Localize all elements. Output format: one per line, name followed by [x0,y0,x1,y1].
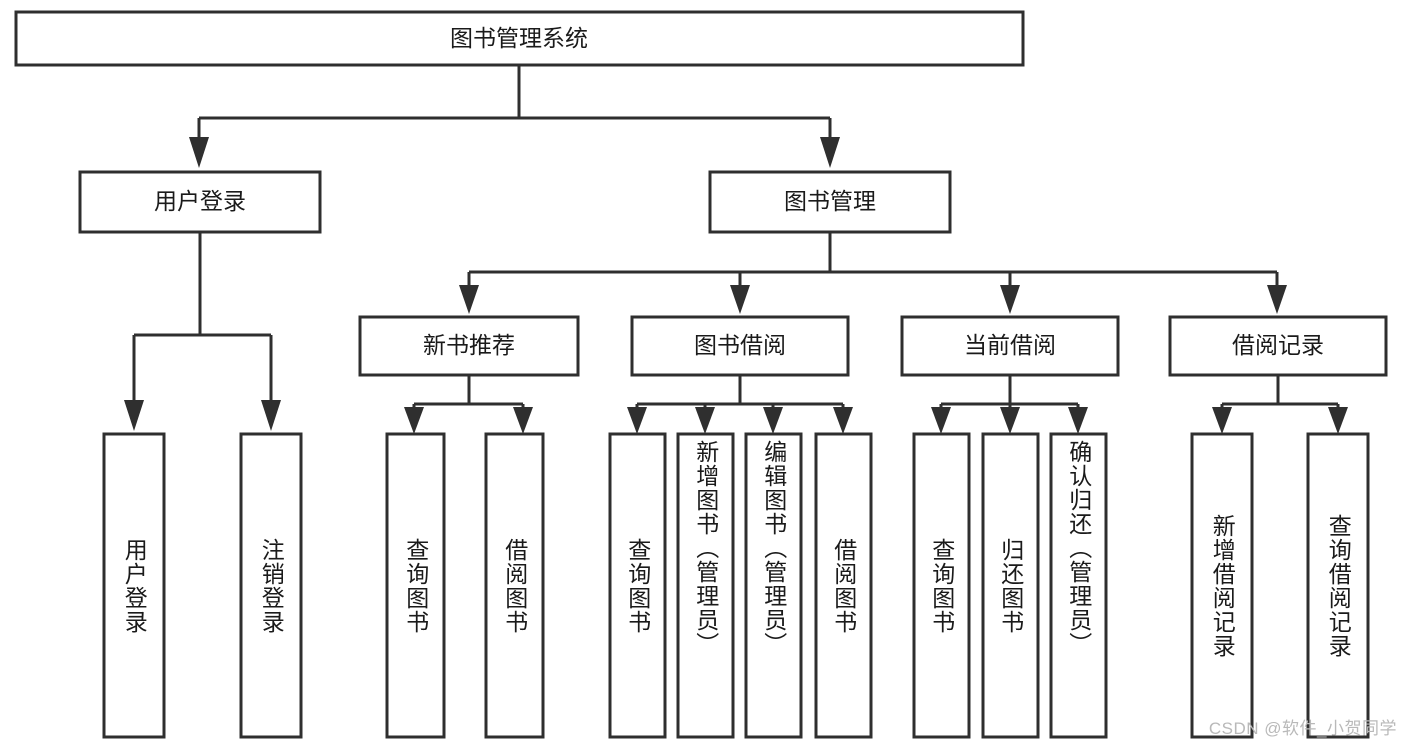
node-root[interactable]: 图书管理系统 [14,10,1025,67]
leaf-box-query-book-1[interactable] [385,432,446,739]
node-book-manage[interactable]: 图书管理 [708,170,952,234]
leaf-box-query-record[interactable] [1306,432,1370,739]
root-box [14,10,1025,67]
leaf-box-confirm-return[interactable] [1049,432,1108,739]
arrow-to-leaf-query-record [1328,407,1348,434]
node-current-borrow[interactable]: 当前借阅 [900,315,1120,377]
arrow-to-leaf-user-login [124,400,144,431]
new-book-recommend-box [358,315,580,377]
leaf-box-query-book-2[interactable] [608,432,667,739]
connector-current-borrow-to-leaves [931,375,1088,434]
arrow-to-leaf-borrow-book-2 [833,407,853,434]
arrow-to-leaf-query-book-2 [627,407,647,434]
arrow-to-leaf-return-book [1000,407,1020,434]
leaf-box-return-book[interactable] [981,432,1040,739]
connector-user-login-to-leaves [124,232,281,431]
book-manage-label: 图书管理 [784,188,876,214]
arrow-to-leaf-add-record [1212,407,1232,434]
arrow-to-leaf-confirm-return [1068,407,1088,434]
arrow-to-user-login [189,137,209,168]
node-new-book-recommend[interactable]: 新书推荐 [358,315,580,377]
connector-new-book-recommend-to-leaves [404,375,533,434]
leaf-box-edit-book[interactable] [744,432,803,739]
node-borrow-record[interactable]: 借阅记录 [1168,315,1388,377]
node-user-login[interactable]: 用户登录 [78,170,322,234]
book-borrow-label: 图书借阅 [694,332,786,358]
leaf-box-logout[interactable] [239,432,303,739]
current-borrow-label: 当前借阅 [964,332,1056,358]
leaf-box-borrow-book-2[interactable] [814,432,873,739]
arrow-to-leaf-borrow-book-1 [513,407,533,434]
user-login-label: 用户登录 [154,188,246,214]
connector-borrow-record-to-leaves [1212,375,1348,434]
leaf-box-add-record[interactable] [1190,432,1254,739]
node-book-borrow[interactable]: 图书借阅 [630,315,850,377]
arrow-to-book-manage [820,137,840,168]
connector-root-to-level2 [189,65,840,168]
current-borrow-box [900,315,1120,377]
borrow-record-label: 借阅记录 [1232,332,1324,358]
connector-book-borrow-to-leaves [627,375,853,434]
root-label: 图书管理系统 [450,25,588,51]
connector-book-manage-to-level3 [459,232,1287,314]
arrow-to-leaf-query-book-1 [404,407,424,434]
leaf-box-query-book-3[interactable] [912,432,971,739]
watermark-text: CSDN @软件_小贺同学 [1208,719,1397,738]
arrow-to-new-book-recommend [459,285,479,314]
arrow-to-borrow-record [1267,285,1287,314]
arrow-to-leaf-edit-book [763,407,783,434]
arrow-to-leaf-add-book [695,407,715,434]
arrow-to-leaf-logout [261,400,281,431]
new-book-recommend-label: 新书推荐 [423,332,515,358]
arrow-to-leaf-query-book-3 [931,407,951,434]
user-login-box [78,170,322,234]
arrow-to-book-borrow [730,285,750,314]
leaf-box-borrow-book-1[interactable] [484,432,545,739]
leaf-box-user-login[interactable] [102,432,166,739]
arrow-to-current-borrow [1000,285,1020,314]
leaf-box-add-book[interactable] [676,432,735,739]
